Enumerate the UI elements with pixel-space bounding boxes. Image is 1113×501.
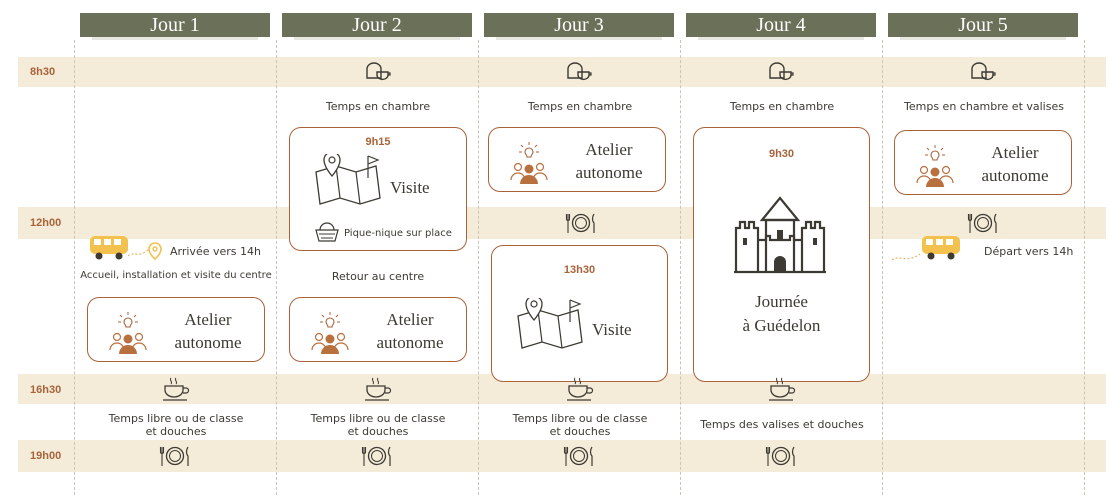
visit-label: Visite bbox=[592, 320, 632, 339]
dotted-route bbox=[892, 253, 921, 261]
breakfast-icon bbox=[971, 62, 996, 81]
atelier-line2: autonome bbox=[174, 333, 242, 352]
atelier-line1: Atelier bbox=[386, 310, 434, 329]
free-time-text: Temps libre ou de classe et douches bbox=[310, 412, 446, 438]
guedelon-title-1: Journée bbox=[755, 292, 808, 311]
guedelon-title-2: à Guédelon bbox=[742, 316, 821, 335]
atelier-card: Atelier autonome bbox=[87, 297, 265, 362]
welcome-text: Accueil, installation et visite du centr… bbox=[80, 270, 272, 281]
divider bbox=[1084, 40, 1085, 495]
castle-icon bbox=[734, 196, 826, 274]
atelier-line1: Atelier bbox=[991, 143, 1039, 162]
visit-card-day3: 13h30 Visite bbox=[491, 245, 668, 382]
dotted-route bbox=[128, 247, 151, 257]
plate-cutlery-icon bbox=[565, 213, 595, 233]
visit-label: Visite bbox=[390, 178, 430, 197]
visit-time: 9h15 bbox=[365, 136, 391, 148]
tea-cup-icon bbox=[567, 377, 594, 401]
time-16h30: 16h30 bbox=[30, 384, 62, 396]
location-pin-icon bbox=[148, 242, 162, 260]
workshop-people-icon bbox=[311, 312, 349, 354]
visit-card-day2: 9h15 Visite Pique-nique sur place bbox=[289, 127, 467, 251]
atelier-card: Atelier autonome bbox=[289, 297, 467, 362]
departure-text: Départ vers 14h bbox=[984, 245, 1074, 258]
guedelon-time: 9h30 bbox=[768, 148, 795, 160]
divider bbox=[74, 40, 75, 495]
atelier-line1: Atelier bbox=[585, 140, 633, 159]
visit-time: 13h30 bbox=[563, 264, 596, 276]
bus-icon bbox=[922, 236, 960, 260]
room-time-text: Temps en chambre bbox=[729, 100, 835, 113]
room-time-text: Temps en chambre bbox=[527, 100, 633, 113]
divider bbox=[276, 40, 277, 495]
band-8h30 bbox=[18, 57, 1106, 87]
band-12h00 bbox=[18, 207, 1106, 239]
free-time-text: Temps libre ou de classe et douches bbox=[108, 412, 244, 438]
atelier-card: Atelier autonome bbox=[894, 130, 1072, 195]
tea-cup-icon bbox=[365, 377, 392, 401]
arrival-text: Arrivée vers 14h bbox=[170, 245, 261, 258]
map-icon bbox=[315, 154, 381, 205]
room-time-text: Temps en chambre et valises bbox=[904, 100, 1064, 113]
plate-cutlery-icon bbox=[159, 446, 189, 466]
picnic-basket-icon bbox=[315, 222, 339, 242]
return-text: Retour au centre bbox=[331, 270, 425, 283]
picnic-text: Pique-nique sur place bbox=[344, 228, 452, 239]
atelier-line2: autonome bbox=[376, 333, 444, 352]
day-header-5: Jour 5 bbox=[888, 13, 1078, 40]
day-header-1: Jour 1 bbox=[80, 13, 270, 40]
workshop-people-icon bbox=[916, 145, 954, 187]
atelier-line1: Atelier bbox=[184, 310, 232, 329]
workshop-people-icon bbox=[510, 142, 548, 184]
free-time-text: Temps libre ou de classe et douches bbox=[512, 412, 648, 438]
plate-cutlery-icon bbox=[967, 213, 997, 233]
time-12h00: 12h00 bbox=[30, 217, 62, 229]
tea-cup-icon bbox=[163, 377, 190, 401]
workshop-people-icon bbox=[109, 312, 147, 354]
band-19h00 bbox=[18, 440, 1106, 472]
day-header-3: Jour 3 bbox=[484, 13, 674, 40]
breakfast-icon bbox=[366, 62, 391, 81]
map-icon bbox=[517, 298, 583, 349]
plate-cutlery-icon bbox=[765, 446, 795, 466]
divider bbox=[882, 40, 883, 495]
divider bbox=[478, 40, 479, 495]
guedelon-card: 9h30 Journée à Guédelon bbox=[693, 127, 870, 382]
atelier-card: Atelier autonome bbox=[488, 127, 666, 192]
bus-icon bbox=[90, 236, 128, 260]
plate-cutlery-icon bbox=[361, 446, 391, 466]
breakfast-icon bbox=[567, 62, 592, 81]
day-header-4: Jour 4 bbox=[686, 13, 876, 40]
day-header-2: Jour 2 bbox=[282, 13, 472, 40]
tea-cup-icon bbox=[769, 377, 796, 401]
breakfast-icon bbox=[769, 62, 794, 81]
atelier-line2: autonome bbox=[575, 163, 643, 182]
time-19h00: 19h00 bbox=[30, 450, 62, 462]
room-time-text: Temps en chambre bbox=[325, 100, 431, 113]
atelier-line2: autonome bbox=[981, 166, 1049, 185]
time-8h30: 8h30 bbox=[30, 66, 56, 78]
divider bbox=[680, 40, 681, 495]
plate-cutlery-icon bbox=[563, 446, 593, 466]
free-time-text: Temps des valises et douches bbox=[700, 418, 864, 431]
